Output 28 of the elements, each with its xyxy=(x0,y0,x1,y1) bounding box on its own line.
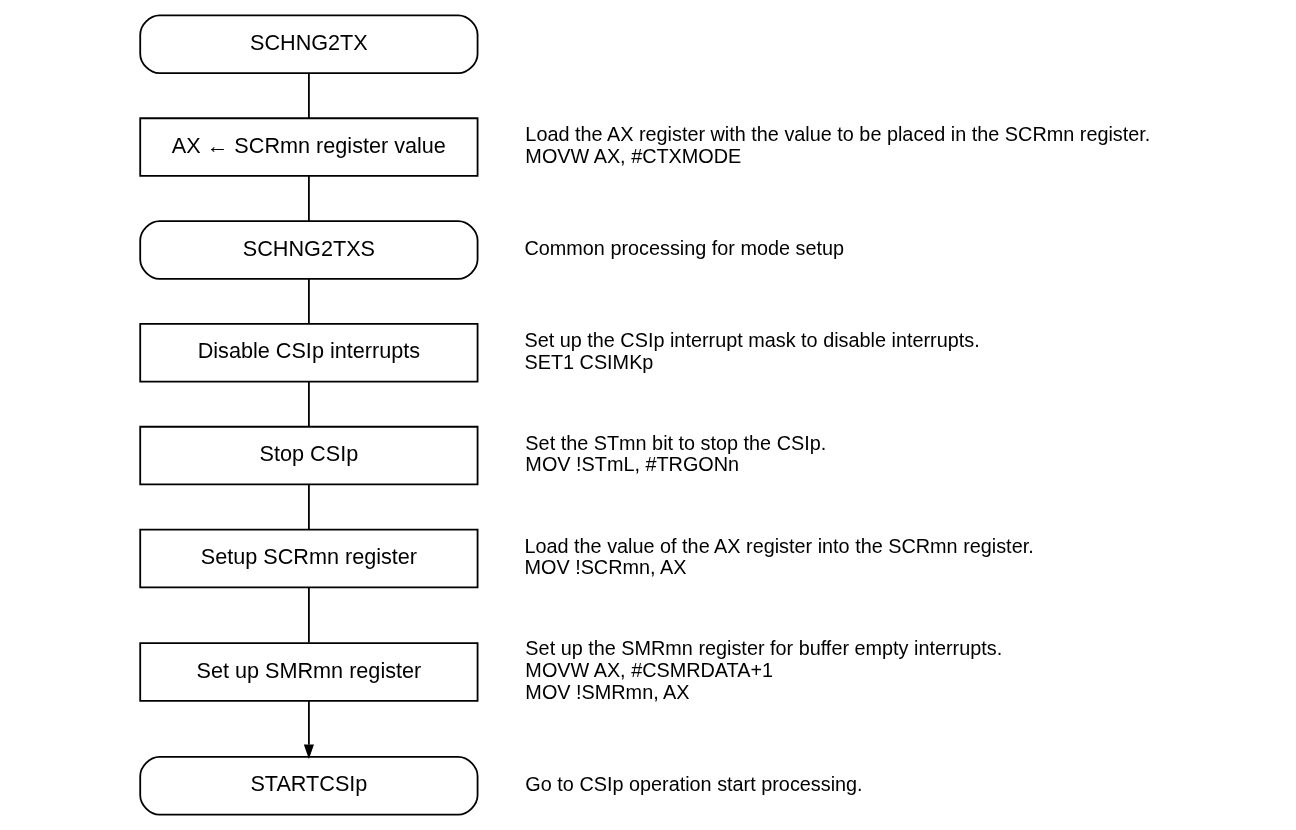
node-label: Set up the SMRmn register for buffer empty interrupts. xyxy=(524,637,1002,660)
node-box: Stop CSIp xyxy=(138,425,478,486)
node-label: Load the AX register with the value to be placed in the SCRmn register. xyxy=(524,123,1150,146)
node-label: Set up the CSIp interrupt mask to disable interrupts. xyxy=(523,328,980,351)
connector xyxy=(307,277,310,325)
connector xyxy=(307,175,310,222)
connector xyxy=(307,586,310,644)
node-label: MOVW AX, #CSMRDATA+1 xyxy=(524,659,773,682)
node-label: SET1 CSIMKp xyxy=(523,350,653,373)
node-box: Disable CSIp interrupts xyxy=(138,323,478,383)
node-label: MOV !STmL, #TRGONn xyxy=(524,453,739,476)
node-label: MOVW AX, #CTXMODE xyxy=(524,144,741,167)
node-box: Set up SMRmn register xyxy=(138,642,478,702)
node-label: Go to CSIp operation start processing. xyxy=(524,772,863,795)
node-box: Setup SCRmn register xyxy=(138,528,478,589)
arrow xyxy=(303,700,314,759)
node-label: Load the value of the AX register into the SCRmn register. xyxy=(523,534,1034,557)
node-box: SCHNG2TX xyxy=(138,14,478,75)
connector xyxy=(307,72,310,120)
node-label: Common processing for mode setup xyxy=(523,236,844,259)
node-label: Set the STmn bit to stop the CSIp. xyxy=(524,431,826,454)
node-label: MOV !SCRmn, AX xyxy=(523,556,686,579)
node-box: AX ← SCRmn register value xyxy=(138,117,478,177)
connector xyxy=(307,483,310,531)
connector xyxy=(307,380,310,428)
node-box: SCHNG2TXS xyxy=(138,220,478,280)
node-box: STARTCSIp xyxy=(138,755,478,816)
node-label: MOV !SMRmn, AX xyxy=(524,680,690,703)
